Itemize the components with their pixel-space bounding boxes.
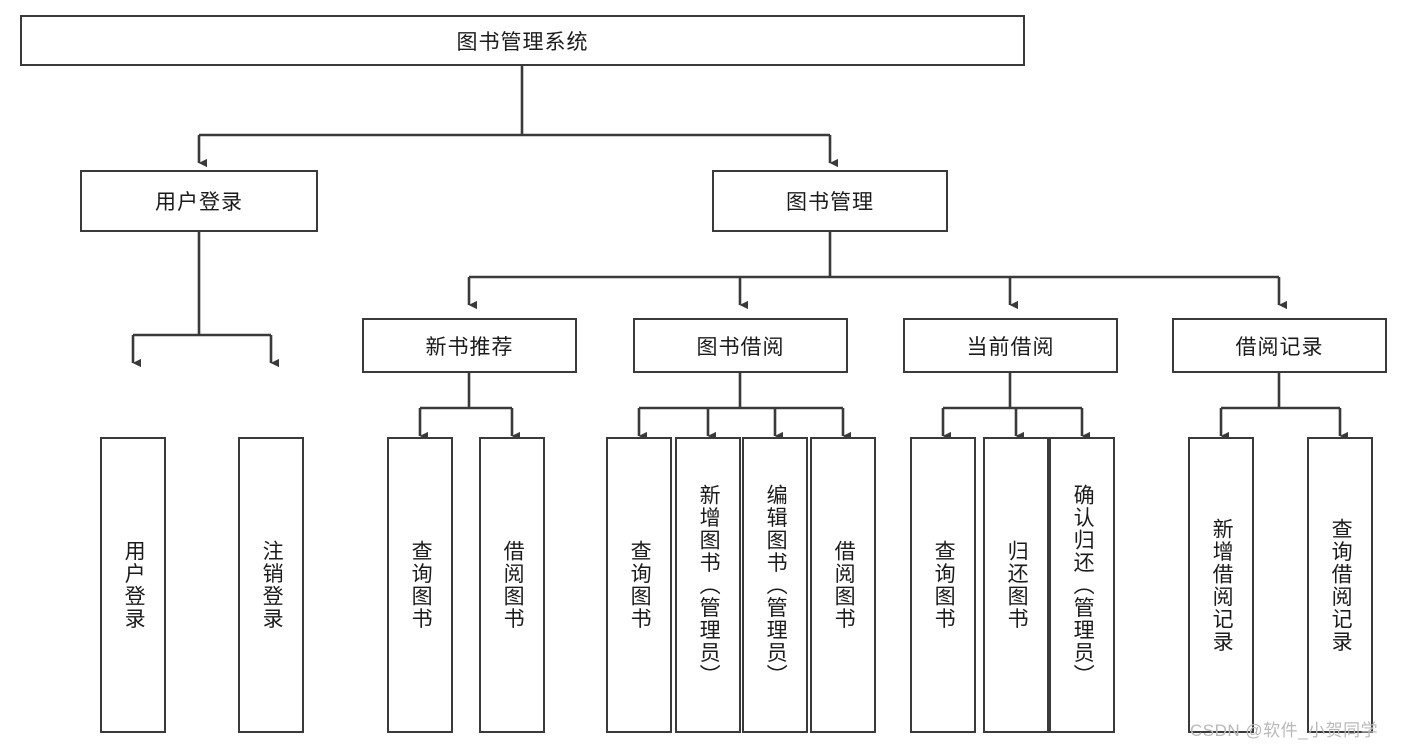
leaf-label: 借阅图书 <box>832 540 856 630</box>
level2-label: 用户登录 <box>155 191 243 214</box>
level3-box[interactable]: 图书借阅 <box>633 318 848 373</box>
level2-label: 图书管理 <box>786 191 874 214</box>
leaf-box[interactable]: 借阅图书 <box>810 437 876 733</box>
leaf-label: 注销登录 <box>260 540 284 630</box>
root-label: 图书管理系统 <box>456 30 589 54</box>
leaf-box[interactable]: 确认归还（管理员） <box>1049 437 1115 733</box>
leaf-label: 归还图书 <box>1005 540 1029 630</box>
leaf-label: 编辑图书（管理员） <box>764 483 788 687</box>
level3-label: 借阅记录 <box>1235 335 1324 359</box>
level3-box[interactable]: 当前借阅 <box>903 318 1118 373</box>
root-box[interactable]: 图书管理系统 <box>20 15 1025 66</box>
level3-label: 新书推荐 <box>425 335 514 359</box>
leaf-label: 新增借阅记录 <box>1210 517 1234 653</box>
level3-box[interactable]: 借阅记录 <box>1172 318 1387 373</box>
level3-label: 当前借阅 <box>966 335 1055 359</box>
leaf-box[interactable]: 注销登录 <box>238 437 304 733</box>
leaf-label: 查询图书 <box>409 540 433 630</box>
leaf-box[interactable]: 查询借阅记录 <box>1307 437 1373 733</box>
level3-box[interactable]: 新书推荐 <box>362 318 577 373</box>
level2-box[interactable]: 图书管理 <box>712 170 948 232</box>
leaf-box[interactable]: 新增借阅记录 <box>1188 437 1254 733</box>
leaf-box[interactable]: 查询图书 <box>387 437 453 733</box>
leaf-box[interactable]: 查询图书 <box>606 437 672 733</box>
leaf-label: 借阅图书 <box>501 540 525 630</box>
leaf-box[interactable]: 编辑图书（管理员） <box>742 437 808 733</box>
leaf-label: 查询图书 <box>628 540 652 630</box>
leaf-label: 新增图书（管理员） <box>697 483 721 687</box>
leaf-box[interactable]: 查询图书 <box>910 437 976 733</box>
leaf-box[interactable]: 新增图书（管理员） <box>675 437 741 733</box>
leaf-label: 用户登录 <box>122 540 146 630</box>
leaf-box[interactable]: 用户登录 <box>100 437 166 733</box>
level2-box[interactable]: 用户登录 <box>80 170 318 232</box>
leaf-box[interactable]: 归还图书 <box>983 437 1049 733</box>
leaf-box[interactable]: 借阅图书 <box>479 437 545 733</box>
leaf-label: 确认归还（管理员） <box>1071 483 1095 687</box>
leaf-label: 查询借阅记录 <box>1329 517 1353 653</box>
level3-label: 图书借阅 <box>696 335 785 359</box>
leaf-label: 查询图书 <box>932 540 956 630</box>
